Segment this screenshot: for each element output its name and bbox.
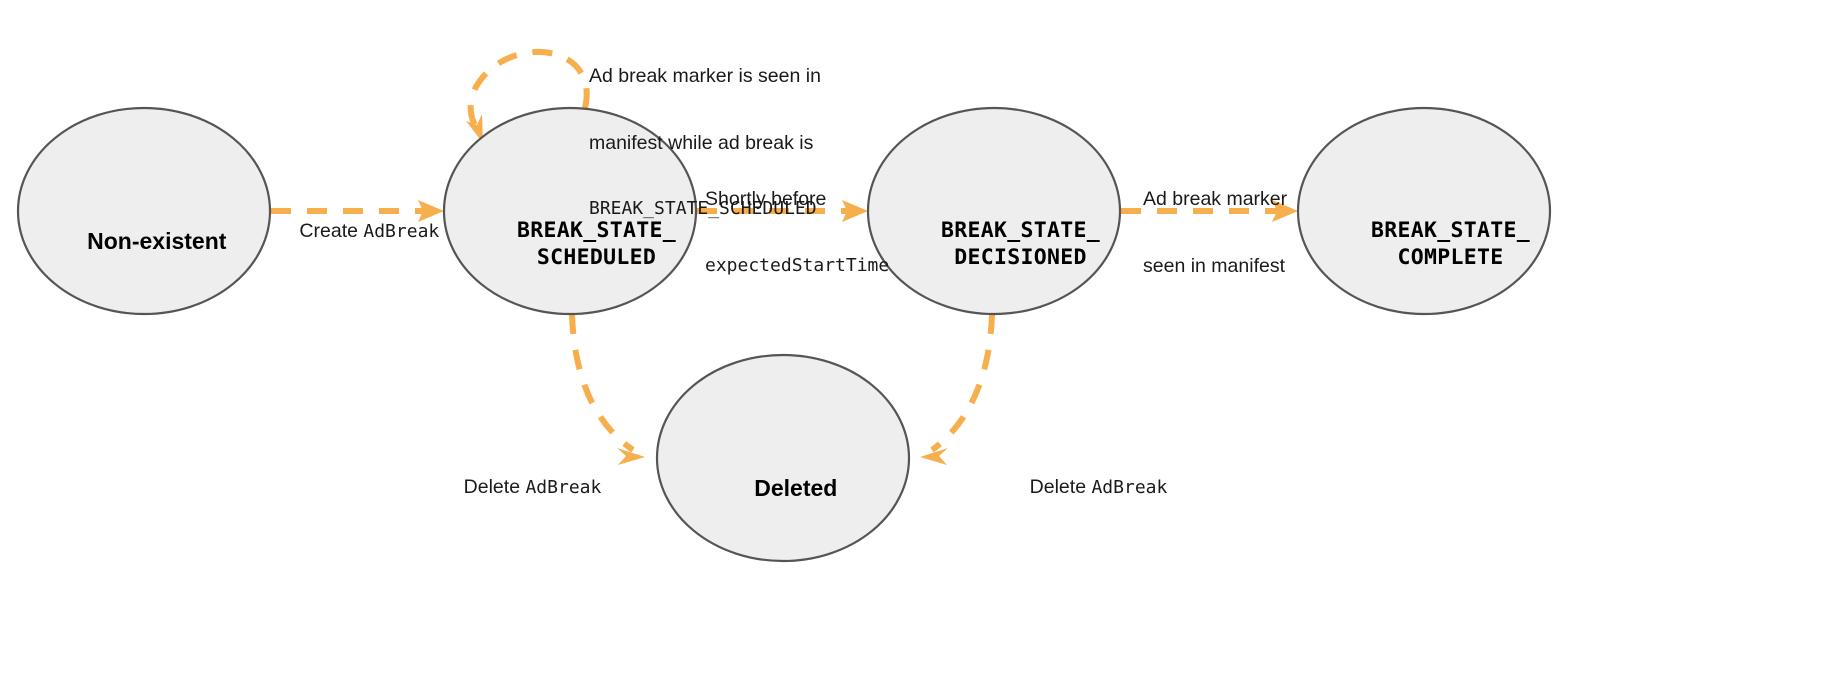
edge-create-adbreak — [271, 200, 444, 222]
edge-scheduled-to-decisioned — [697, 200, 868, 222]
edge-line — [569, 313, 635, 453]
node-break-state-scheduled[interactable] — [442, 106, 698, 316]
edge-line — [930, 313, 995, 453]
node-deleted[interactable] — [655, 353, 911, 563]
edge-scheduled-self-loop — [466, 48, 590, 143]
arrow-head-icon — [920, 448, 948, 465]
edge-decisioned-to-complete — [1121, 200, 1298, 222]
arrow-head-icon — [617, 448, 645, 465]
arrow-head-icon — [842, 200, 868, 222]
arrow-head-icon — [418, 200, 444, 222]
edge-scheduled-to-deleted — [569, 313, 645, 465]
node-break-state-decisioned[interactable] — [866, 106, 1122, 316]
node-break-state-complete[interactable] — [1296, 106, 1552, 316]
node-non-existent[interactable] — [16, 106, 272, 316]
edge-decisioned-to-deleted — [920, 313, 995, 465]
edge-line — [467, 48, 590, 133]
arrow-head-icon — [466, 114, 483, 143]
arrow-head-icon — [1272, 200, 1298, 222]
